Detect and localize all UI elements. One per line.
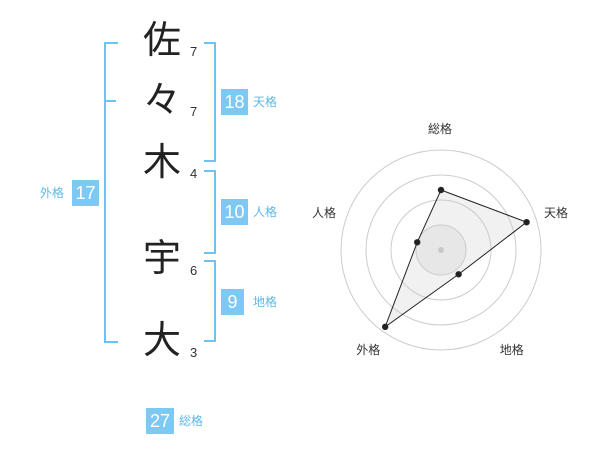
radar-point-3 [455, 271, 462, 278]
radar-point-2 [523, 218, 530, 226]
stroke-count-4: 6 [190, 263, 198, 278]
chikaku-bracket [204, 260, 216, 342]
name-char-4: 宇 [142, 236, 181, 280]
gaikaku-label: 外格 [40, 186, 65, 200]
chikaku-value: 9 [221, 289, 244, 315]
gaikaku-bracket [104, 42, 118, 343]
name-char-2: 々 [142, 78, 181, 122]
soukaku-label: 総格 [179, 414, 204, 428]
radar-axis-label-3: 地格 [499, 342, 524, 357]
radar-ring-3 [365, 174, 517, 326]
jinkaku-label: 人格 [253, 205, 278, 219]
name-char-3: 木 [142, 140, 181, 184]
radar-point-5 [414, 239, 421, 246]
stroke-count-2: 7 [190, 104, 198, 119]
radar-axis-label-4: 外格 [356, 342, 381, 357]
stroke-count-5: 3 [190, 345, 198, 360]
soukaku-value: 27 [146, 408, 174, 434]
stroke-count-3: 4 [190, 166, 198, 181]
jinkaku-bracket [204, 170, 216, 254]
radar-axis-label-1: 総格 [428, 122, 453, 136]
tenkaku-bracket [204, 42, 216, 162]
chikaku-label: 地格 [253, 295, 278, 309]
stroke-count-1: 7 [190, 44, 198, 59]
gaikaku-bracket-tick [104, 100, 116, 102]
tenkaku-label: 天格 [253, 95, 278, 109]
radar-series-polygon [384, 189, 528, 329]
name-char-5: 大 [142, 318, 181, 362]
jinkaku-value: 10 [221, 199, 248, 225]
radar-axis-label-2: 天格 [544, 206, 569, 221]
name-char-1: 佐 [142, 18, 181, 62]
radar-point-1 [437, 186, 445, 194]
radar-axis-label-5: 人格 [311, 206, 336, 221]
radar-point-4 [381, 323, 389, 331]
radar-center-dot [438, 247, 444, 253]
gaikaku-value: 17 [72, 180, 99, 206]
radar-ring-4 [340, 149, 542, 351]
tenkaku-value: 18 [221, 89, 248, 115]
radar-chart [340, 149, 542, 351]
